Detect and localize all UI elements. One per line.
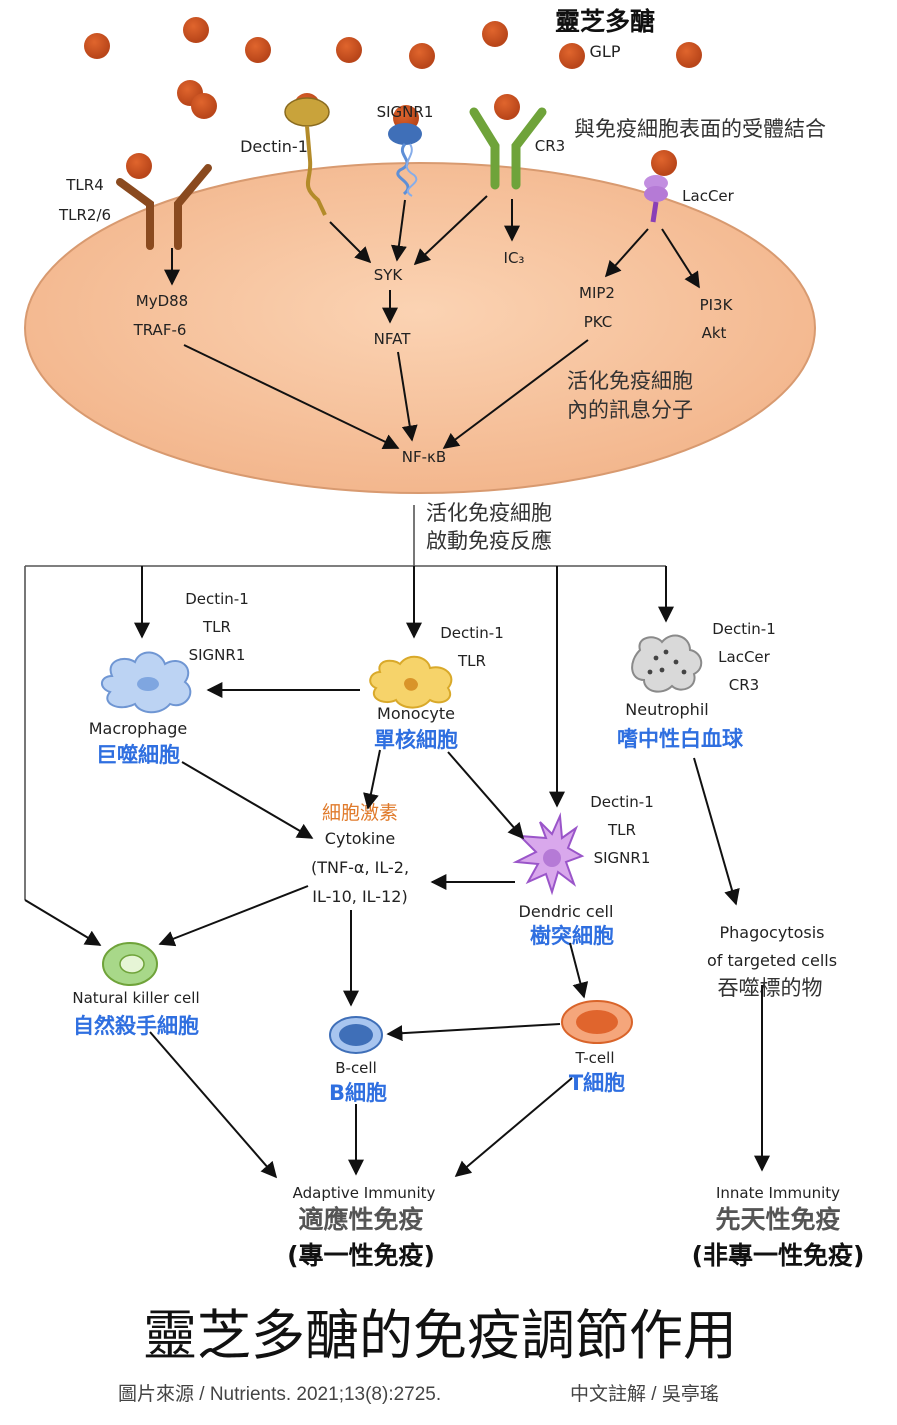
immune-cell-body — [24, 162, 816, 494]
syk-label: SYK — [374, 266, 404, 284]
pi3k-label: PI3K — [700, 296, 734, 314]
dendritic-label-en: Dendric cell — [519, 902, 614, 921]
innate-immunity-zh: 先天性免疫 — [715, 1205, 840, 1234]
dendritic-label-zh: 樹突細胞 — [530, 924, 614, 948]
adaptive-immunity-sub: (專一性免疫) — [287, 1241, 435, 1270]
nk-label-en: Natural killer cell — [72, 989, 199, 1007]
glp-particle — [676, 42, 702, 68]
glp-particle — [126, 153, 152, 179]
dendritic-receptor-3: SIGNR1 — [594, 849, 651, 867]
figure-title: 靈芝多醣的免疫調節作用 — [143, 1304, 737, 1367]
glp-abbr: GLP — [590, 42, 621, 61]
monocyte-label-en: Monocyte — [377, 704, 455, 723]
myd88-label: MyD88 — [136, 292, 188, 310]
cr3-receptor-icon — [469, 107, 547, 190]
glp-particle — [651, 150, 677, 176]
cytokine-label-zh: 細胞激素 — [322, 802, 398, 824]
b-cell-label-en: B-cell — [335, 1059, 377, 1077]
neutrophil-receptor-1: Dectin-1 — [712, 620, 776, 638]
signr-receptor-icon — [388, 123, 422, 197]
neutrophil-label-en: Neutrophil — [625, 700, 708, 719]
glp-particle — [409, 43, 435, 69]
neutrophil-receptor-3: CR3 — [729, 676, 759, 694]
cytokine-label-en: Cytokine — [325, 829, 395, 848]
nk-label-zh: 自然殺手細胞 — [73, 1014, 199, 1038]
tlr-receptor-icon — [116, 164, 212, 250]
phagocytosis-line2: of targeted cells — [707, 951, 837, 970]
laccer-receptor-icon — [644, 175, 668, 223]
macrophage-label-en: Macrophage — [89, 719, 188, 738]
akt-label: Akt — [702, 324, 727, 342]
tlr-label-1: TLR4 — [65, 176, 104, 194]
cytokine-detail-1: (TNF-α, IL-2, — [311, 858, 409, 877]
dectin-label: Dectin-1 — [240, 137, 308, 156]
signal-note-line1: 活化免疫細胞 — [567, 369, 693, 393]
nfkb-label: NF-κB — [402, 448, 446, 466]
neutrophil-icon — [631, 634, 703, 693]
phagocytosis-label-zh: 吞噬標的物 — [718, 976, 823, 1000]
cr3-label: CR3 — [535, 137, 565, 155]
t-cell-label-en: T-cell — [574, 1049, 614, 1067]
monocyte-receptor-2: TLR — [457, 652, 486, 670]
glp-particle — [183, 17, 209, 43]
activation-note-line1: 活化免疫細胞 — [426, 501, 552, 525]
laccer-label: LacCer — [682, 187, 734, 205]
monocyte-receptor-1: Dectin-1 — [440, 624, 504, 642]
glp-particle — [245, 37, 271, 63]
signal-arrows — [164, 195, 700, 449]
activation-note-line2: 啟動免疫反應 — [426, 529, 552, 553]
monocyte-icon — [369, 655, 453, 709]
macrophage-receptor-2: TLR — [202, 618, 231, 636]
signal-note-line2: 內的訊息分子 — [567, 398, 693, 422]
adaptive-immunity-zh: 適應性免疫 — [298, 1205, 423, 1234]
glp-particle — [336, 37, 362, 63]
ic3-label: IC₃ — [504, 249, 525, 267]
cytokine-detail-2: IL-10, IL-12) — [312, 887, 407, 906]
image-source: 圖片來源 / Nutrients. 2021;13(8):2725. — [118, 1383, 441, 1405]
glp-particle — [494, 94, 520, 120]
glp-particle — [191, 93, 217, 119]
glp-particle — [482, 21, 508, 47]
dendritic-receptor-1: Dectin-1 — [590, 793, 654, 811]
dendritic-cell-icon — [512, 812, 585, 896]
traf6-label: TRAF-6 — [133, 321, 187, 339]
innate-immunity-sub: (非專一性免疫) — [692, 1241, 865, 1270]
lower-arrows — [149, 682, 770, 1179]
nk-cell-icon — [102, 942, 158, 986]
macrophage-receptor-1: Dectin-1 — [185, 590, 249, 608]
b-cell-label-zh: B細胞 — [329, 1081, 387, 1105]
nfat-label: NFAT — [374, 330, 412, 348]
annotation-credit: 中文註解 / 吳亭瑤 — [570, 1383, 719, 1405]
mip2-label: MIP2 — [579, 284, 615, 302]
monocyte-label-zh: 單核細胞 — [374, 728, 458, 752]
t-cell-label-zh: T細胞 — [569, 1071, 625, 1095]
macrophage-label-zh: 巨噬細胞 — [96, 743, 180, 767]
tlr-label-2: TLR2/6 — [58, 206, 111, 224]
adaptive-immunity-en: Adaptive Immunity — [293, 1184, 436, 1202]
neutrophil-receptor-2: LacCer — [718, 648, 770, 666]
phagocytosis-line1: Phagocytosis — [720, 923, 825, 942]
glp-title: 靈芝多醣 — [555, 7, 655, 36]
signr-label: SIGNR1 — [377, 103, 434, 121]
pkc-label: PKC — [584, 313, 613, 331]
macrophage-icon — [101, 651, 192, 714]
glp-particle — [84, 33, 110, 59]
macrophage-receptor-3: SIGNR1 — [189, 646, 246, 664]
b-cell-icon — [329, 1016, 383, 1054]
dendritic-receptor-2: TLR — [607, 821, 636, 839]
t-cell-icon — [561, 1000, 633, 1044]
innate-immunity-en: Innate Immunity — [716, 1184, 840, 1202]
activation-lines — [24, 505, 674, 946]
dectin-receptor-icon — [284, 97, 330, 216]
neutrophil-label-zh: 嗜中性白血球 — [617, 727, 744, 751]
binding-note: 與免疫細胞表面的受體結合 — [574, 117, 826, 141]
glp-particle — [559, 43, 585, 69]
